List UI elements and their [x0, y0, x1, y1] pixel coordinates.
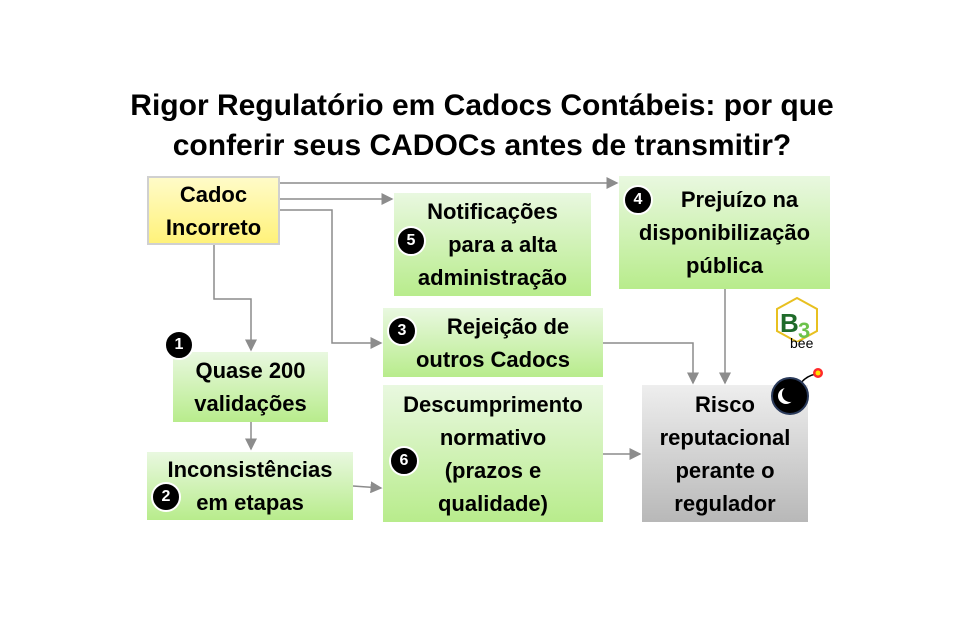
box-text: validações	[194, 391, 307, 416]
title-line: Rigor Regulatório em Cadocs Contábeis: p…	[130, 89, 834, 122]
box-text: Incorreto	[165, 214, 262, 240]
b3-bee-logo: B 3 bee	[774, 296, 820, 354]
box-text: em etapas	[196, 490, 304, 515]
svg-text:B: B	[780, 308, 799, 338]
box-text: Rejeição de	[446, 313, 570, 339]
box-text: para a alta	[448, 232, 557, 257]
badge-3: 3	[387, 316, 417, 346]
box-quase-200: Quase 200 validações	[173, 352, 328, 422]
box-text: Prejuízo na	[680, 187, 799, 212]
box-cadoc-incorreto: Cadoc Incorreto	[147, 176, 280, 245]
badge-1: 1	[164, 330, 194, 360]
bomb-icon	[771, 368, 823, 415]
arrow-rejeicao-risco	[603, 342, 699, 385]
box-inconsistencias: Inconsistências em etapas	[147, 452, 353, 520]
box-text: disponibilização	[638, 220, 811, 245]
box-text: Cadoc	[179, 181, 248, 207]
box-text: Risco	[695, 391, 755, 417]
logo-sub: bee	[790, 335, 814, 351]
badge-5: 5	[396, 226, 426, 256]
box-descumprimento: Descumprimento normativo (prazos e quali…	[383, 385, 603, 522]
badge-4: 4	[623, 185, 653, 215]
box-prejuizo: Prejuízo na disponibilização pública	[619, 176, 830, 289]
box-text: Descumprimento	[403, 391, 583, 417]
box-rejeicao: Rejeição de outros Cadocs	[383, 308, 603, 377]
arrow-inconsistencias-descumprimento	[352, 481, 383, 494]
box-notificacoes: Notificações para a alta administração	[394, 193, 591, 296]
box-text: Quase 200	[195, 358, 306, 383]
box-text: (prazos e	[444, 457, 542, 483]
box-text: perante o	[675, 457, 775, 483]
box-text: qualidade)	[437, 490, 548, 516]
box-text: regulador	[674, 490, 776, 516]
box-text: reputacional	[659, 424, 791, 450]
svg-text:3: 3	[798, 318, 810, 342]
arrow-cadoc-rejeicao	[280, 209, 383, 349]
badge-2: 2	[151, 482, 181, 512]
diagram-title: Rigor Regulatório em Cadocs Contábeis: p…	[0, 86, 964, 166]
box-text: Notificações	[427, 199, 558, 224]
box-text: normativo	[439, 424, 547, 450]
box-text: Inconsistências	[167, 457, 333, 482]
title-line: conferir seus CADOCs antes de transmitir…	[172, 129, 792, 162]
box-text: administração	[417, 265, 568, 290]
badge-6: 6	[389, 446, 419, 476]
box-text: pública	[685, 253, 763, 278]
arrow-cadoc-quase	[213, 245, 257, 352]
box-text: outros Cadocs	[415, 346, 571, 372]
